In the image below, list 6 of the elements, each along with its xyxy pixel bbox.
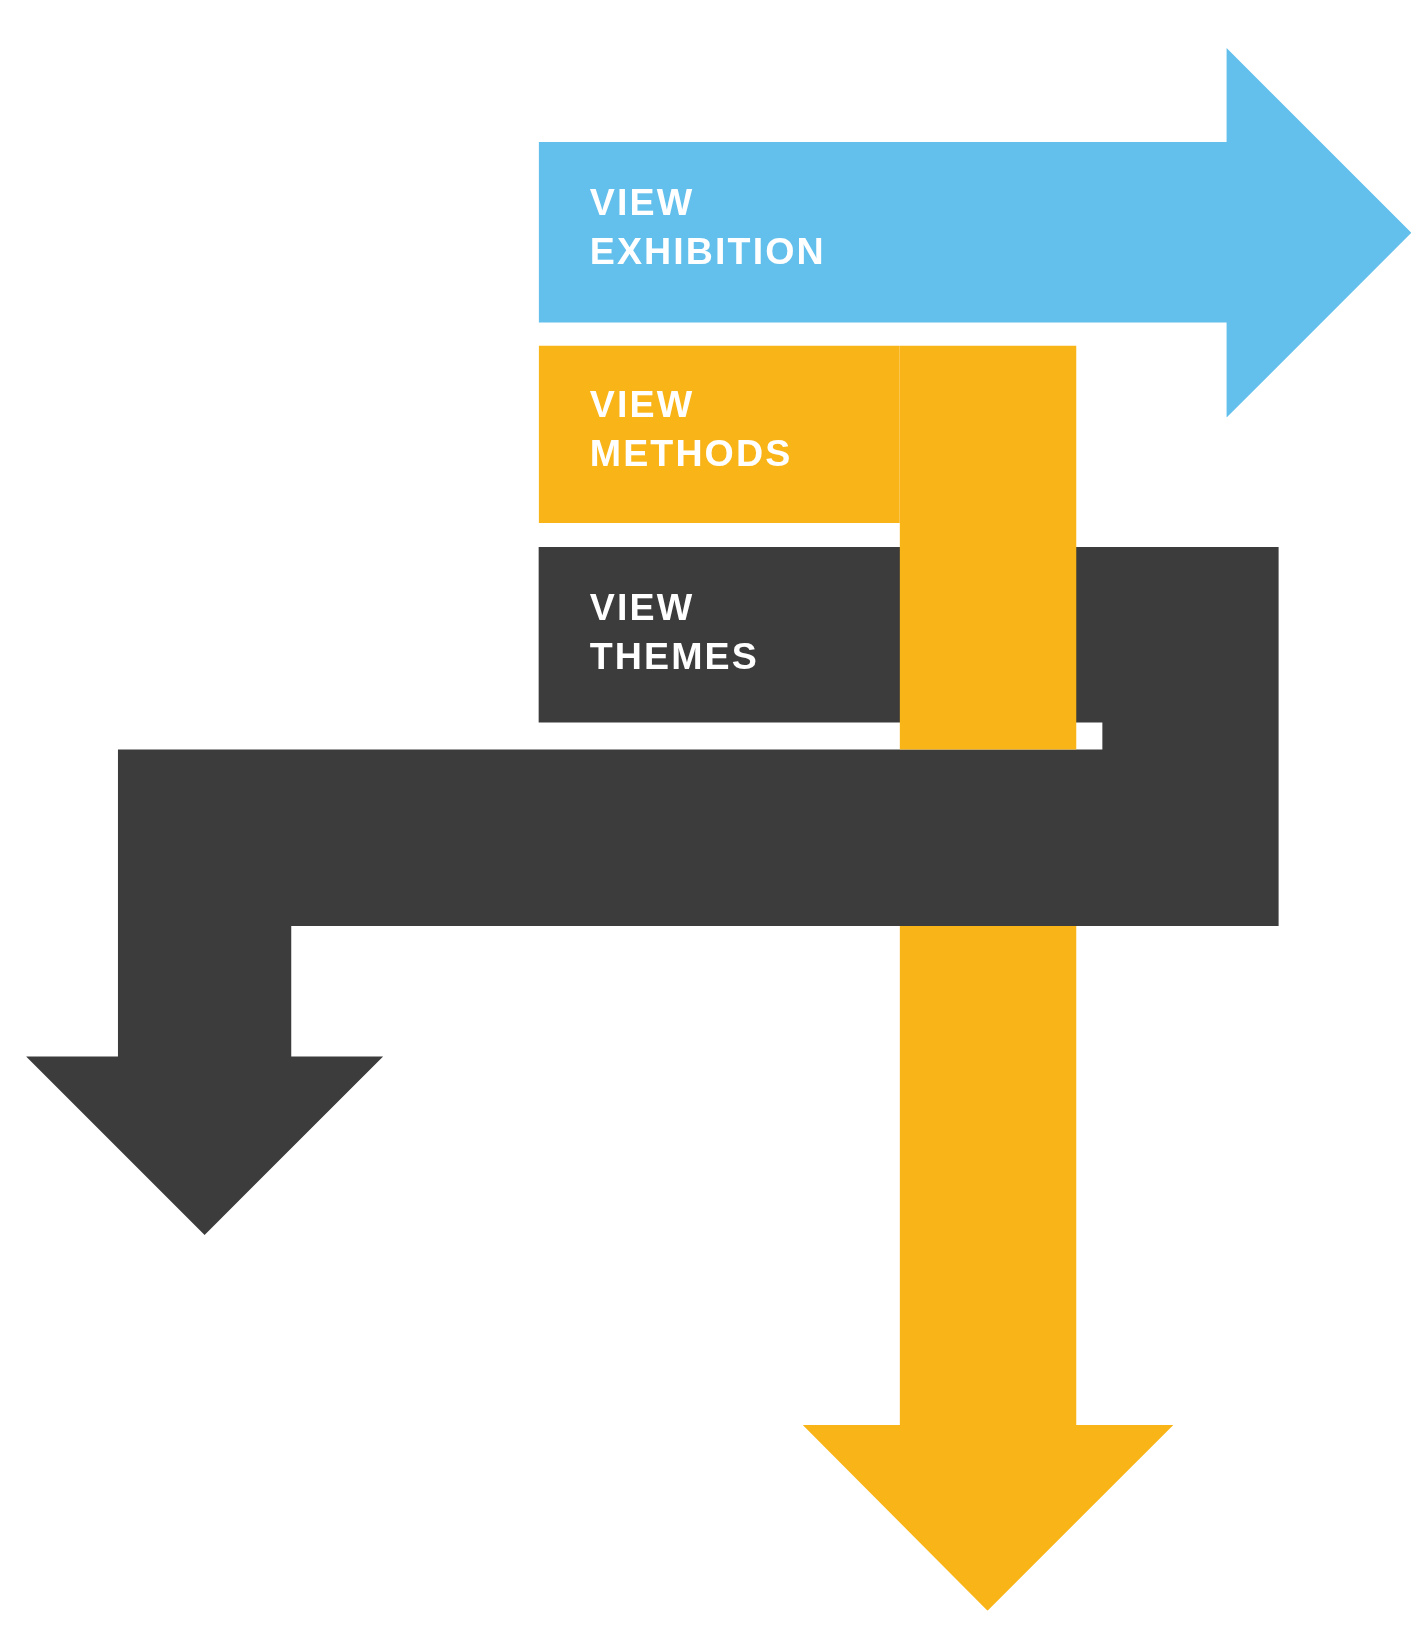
option-label: VIEW THEMES [589, 584, 760, 680]
option-band [26, 547, 1279, 1235]
option-label: VIEW METHODS [589, 381, 794, 476]
option-label: VIEW EXHIBITION [589, 179, 827, 275]
option-band [538, 48, 1412, 418]
option-band [538, 345, 900, 523]
